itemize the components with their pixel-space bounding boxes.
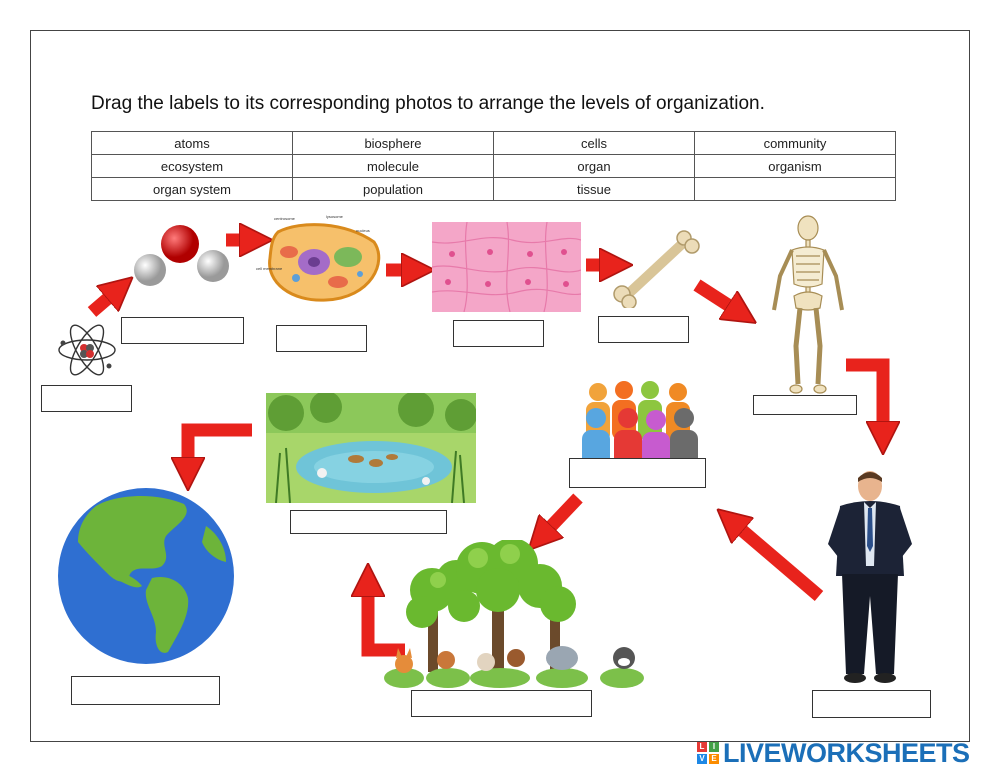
- instruction-text: Drag the labels to its corresponding pho…: [91, 93, 765, 114]
- earth-icon: [58, 488, 234, 664]
- drop-box-biosphere[interactable]: [71, 676, 220, 705]
- svg-text:nucleus: nucleus: [356, 228, 370, 233]
- arrow-forest-to-pond: [368, 580, 405, 657]
- water-molecule-icon: [134, 225, 229, 286]
- forest-icon: [384, 540, 644, 688]
- drop-box-atom[interactable]: [41, 385, 132, 412]
- drop-box-molecule[interactable]: [121, 317, 244, 344]
- arrow-pond-to-earth: [188, 423, 252, 474]
- bone-icon: [613, 230, 700, 308]
- drop-box-ecosystem[interactable]: [290, 510, 447, 534]
- logo-tile-v: V: [697, 754, 707, 764]
- logo-text: LIVEWORKSHEETS: [723, 737, 970, 768]
- pond-icon: [266, 393, 476, 503]
- drop-box-tissue[interactable]: [453, 320, 544, 347]
- atom-icon: [58, 324, 116, 376]
- label-organism[interactable]: organism: [694, 154, 896, 178]
- drop-box-organ-system[interactable]: [753, 395, 857, 415]
- arrow-person-to-people: [730, 520, 824, 601]
- svg-text:lysosome: lysosome: [326, 214, 344, 219]
- tissue-icon: [432, 222, 581, 312]
- svg-text:centrosome: centrosome: [274, 216, 296, 221]
- label-ecosystem[interactable]: ecosystem: [91, 154, 293, 178]
- liveworksheets-logo: L I V E LIVEWORKSHEETS: [697, 738, 970, 768]
- drop-box-cell[interactable]: [276, 325, 367, 352]
- word-bank: atoms biosphere cells community ecosyste…: [91, 131, 896, 201]
- drop-box-organ[interactable]: [598, 316, 689, 343]
- drop-box-population[interactable]: [569, 458, 706, 488]
- label-organ-system[interactable]: organ system: [91, 177, 293, 201]
- label-tissue[interactable]: tissue: [493, 177, 695, 201]
- logo-tiles: L I V E: [697, 742, 719, 764]
- label-cells[interactable]: cells: [493, 131, 695, 155]
- label-molecule[interactable]: molecule: [292, 154, 494, 178]
- logo-tile-l: L: [697, 742, 707, 752]
- arrow-people-to-forest: [540, 493, 583, 538]
- logo-tile-i: I: [709, 742, 719, 752]
- skeleton-icon: [772, 215, 844, 394]
- drop-box-organism[interactable]: [812, 690, 931, 718]
- label-organ[interactable]: organ: [493, 154, 695, 178]
- svg-text:cell membrane: cell membrane: [256, 266, 283, 271]
- logo-tile-e: E: [709, 754, 719, 764]
- animal-cell-icon: centrosome lysosome nucleus cell membrane: [256, 214, 381, 302]
- arrow-atom-to-molecule: [87, 288, 120, 317]
- arrow-organ-to-skeleton: [693, 279, 742, 314]
- label-population[interactable]: population: [292, 177, 494, 201]
- person-icon: [828, 471, 912, 683]
- label-empty: [694, 177, 896, 201]
- label-atoms[interactable]: atoms: [91, 131, 293, 155]
- drop-box-community[interactable]: [411, 690, 592, 717]
- arrow-skeleton-to-person: [846, 358, 883, 438]
